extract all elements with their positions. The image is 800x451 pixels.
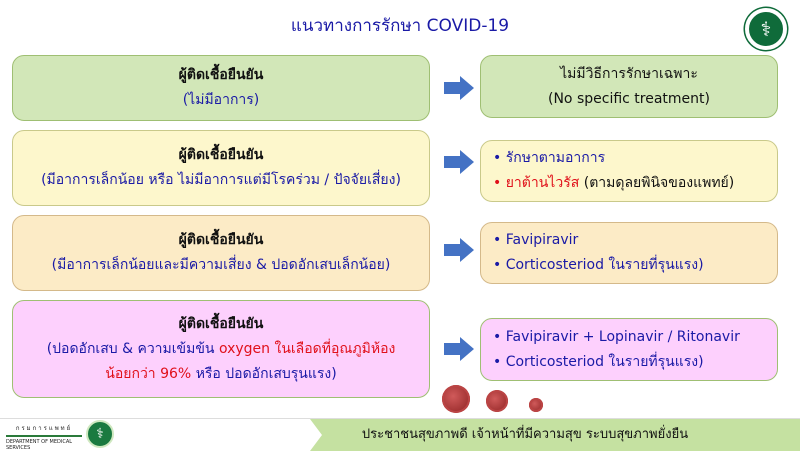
arrow-right-icon	[444, 76, 474, 100]
case-heading: ผู้ติดเชื้อยืนยัน	[178, 67, 264, 83]
virus-icon	[442, 385, 470, 413]
case-box-asymptomatic: ผู้ติดเชื้อยืนยัน (ไม่มีอาการ)	[12, 55, 430, 121]
treatment-box-severe: • Favipiravir + Lopinavir / Ritonavir • …	[480, 318, 778, 381]
treatment-line: ไม่มีวิธีการรักษาเฉพาะ	[560, 65, 698, 82]
case-description: น้อยกว่า 96% หรือ ปอดอักเสบรุนแรง)	[105, 365, 337, 382]
case-box-mild: ผู้ติดเชื้อยืนยัน (มีอาการเล็กน้อย หรือ …	[12, 130, 430, 206]
footer-slogan: ประชาชนสุขภาพดี เจ้าหน้าที่มีความสุข ระบ…	[361, 427, 689, 442]
treatment-box-risk: • Favipiravir • Corticosteriod ในรายที่ร…	[480, 222, 778, 284]
case-heading: ผู้ติดเชื้อยืนยัน	[178, 315, 264, 332]
case-box-risk: ผู้ติดเชื้อยืนยัน (มีอาการเล็กน้อยและมีค…	[12, 215, 430, 291]
ministry-logo: ⚕	[745, 8, 787, 50]
case-description: (มีอาการเล็กน้อย หรือ ไม่มีอาการแต่มีโรค…	[41, 172, 401, 188]
case-heading: ผู้ติดเชื้อยืนยัน	[178, 232, 264, 248]
treatment-bullet: • Favipiravir	[493, 232, 579, 248]
treatment-line: (No specific treatment)	[548, 90, 710, 107]
department-logo-icon: ⚕	[86, 420, 114, 448]
case-box-severe: ผู้ติดเชื้อยืนยัน (ปอดอักเสบ & ความเข้มข…	[12, 300, 430, 398]
slide-title: แนวทางการรักษา COVID-19	[290, 16, 510, 36]
treatment-bullet: • ยาต้านไวรัส (ตามดุลยพินิจของแพทย์)	[493, 175, 735, 191]
case-description: (มีอาการเล็กน้อยและมีความเสี่ยง & ปอดอัก…	[51, 257, 391, 273]
case-description: (ไม่มีอาการ)	[182, 92, 260, 108]
treatment-bullet: • รักษาตามอาการ	[493, 150, 606, 166]
footer-bar: กรมการแพทย์ DEPARTMENT OF MEDICAL SERVIC…	[0, 418, 800, 451]
arrow-right-icon	[444, 150, 474, 174]
case-description: (ปอดอักเสบ & ความเข้มข้น oxygen ในเลือดท…	[46, 340, 396, 357]
treatment-bullet: • Corticosteriod ในรายที่รุนแรง)	[493, 353, 704, 370]
virus-icon	[529, 398, 543, 412]
treatment-bullet: • Favipiravir + Lopinavir / Ritonavir	[493, 328, 740, 345]
department-logo-text: กรมการแพทย์ DEPARTMENT OF MEDICAL SERVIC…	[6, 423, 82, 451]
treatment-box-none: ไม่มีวิธีการรักษาเฉพาะ (No specific trea…	[480, 55, 778, 118]
case-heading: ผู้ติดเชื้อยืนยัน	[178, 147, 264, 163]
virus-icon	[486, 390, 508, 412]
treatment-bullet: • Corticosteriod ในรายที่รุนแรง)	[493, 257, 704, 273]
treatment-box-mild: • รักษาตามอาการ • ยาต้านไวรัส (ตามดุลยพิ…	[480, 140, 778, 202]
arrow-right-icon	[444, 238, 474, 262]
footer-green-band	[310, 419, 800, 451]
arrow-right-icon	[444, 337, 474, 361]
